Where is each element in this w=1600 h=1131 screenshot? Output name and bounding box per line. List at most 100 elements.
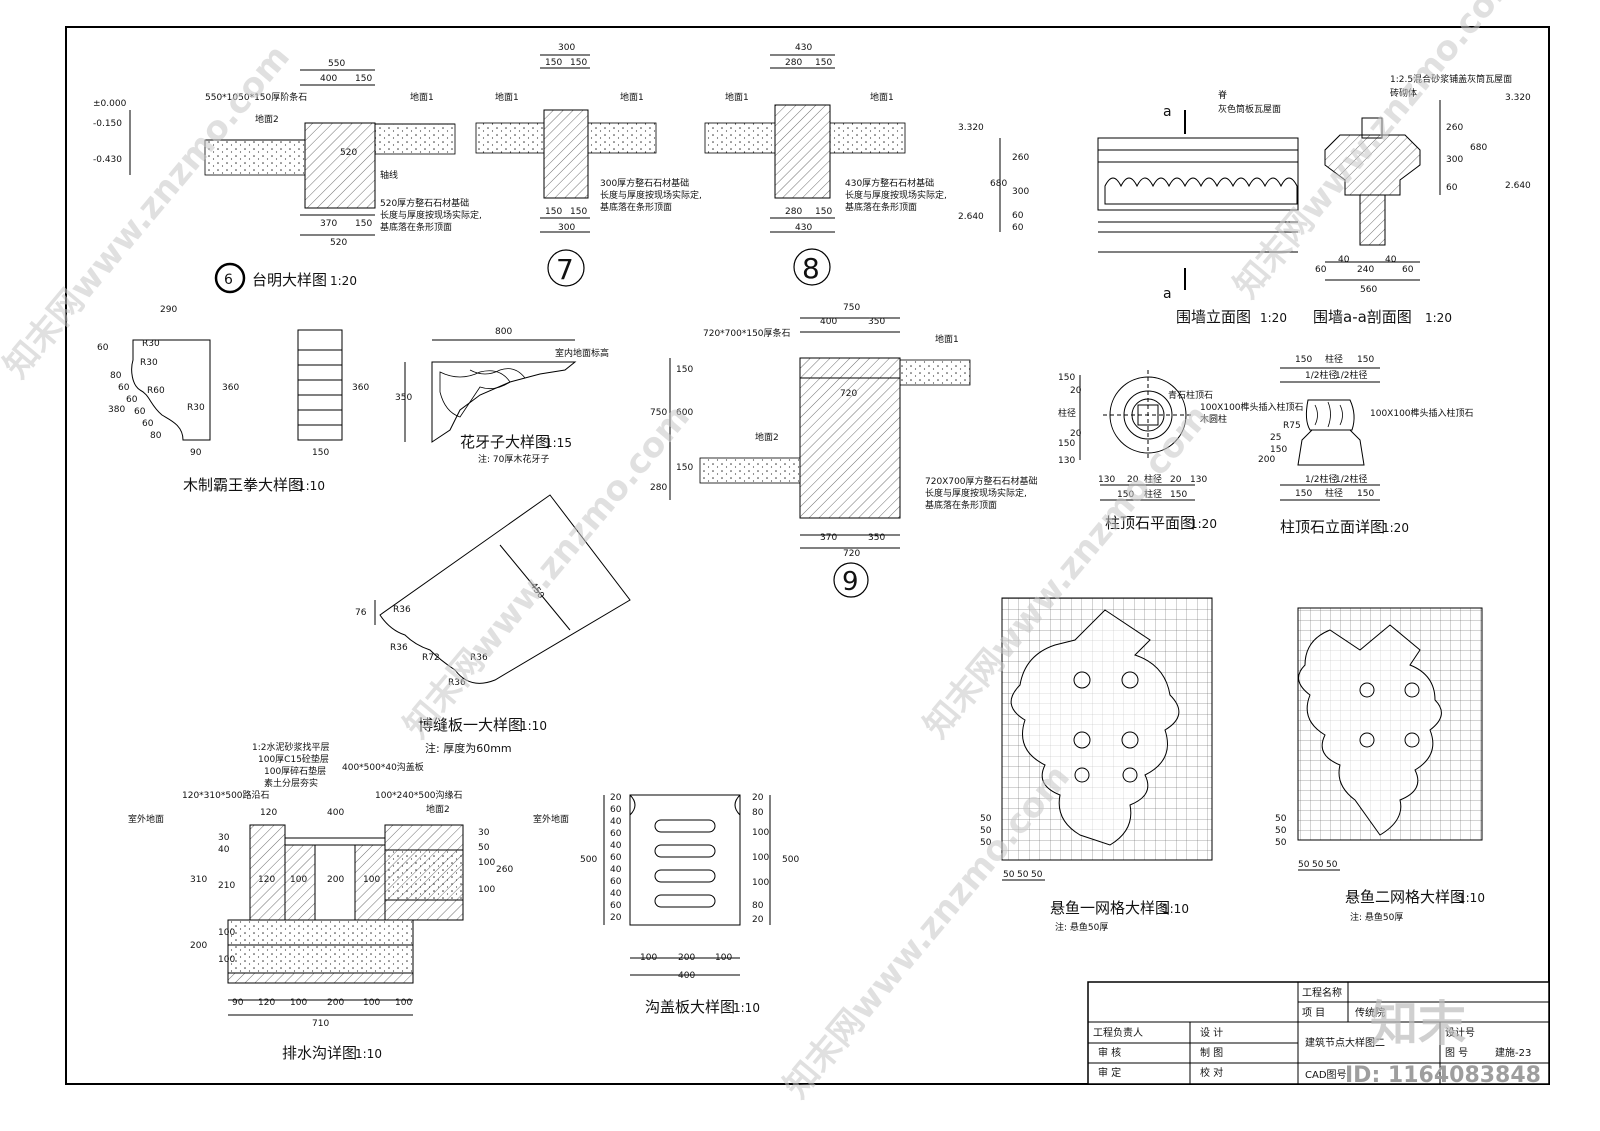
- d6-level-2: -0.150: [93, 119, 122, 129]
- d7-label-foundation: 300厚方整石石材基础: [600, 177, 689, 189]
- detail-9-step: 750 400 350 370 350 720 150 600 750 150 …: [650, 303, 1038, 598]
- drain-label-edge: 100*240*500沟缘石: [375, 789, 463, 801]
- gable-radius-4: R36: [470, 653, 488, 663]
- col-plan-dim-b2: 20: [1127, 475, 1139, 485]
- bracket-title: 木制霸王拳大样图: [183, 476, 303, 494]
- drain-dim-mid-1: 120: [258, 875, 275, 885]
- col-plan-label-stone: 青石柱顶石: [1168, 389, 1213, 401]
- drain-dim-b-total: 710: [312, 1019, 329, 1029]
- bracket-dim-width: 290: [160, 305, 177, 315]
- col-plan-title: 柱顶石平面图: [1105, 514, 1195, 532]
- cover-dim-l6: 60: [610, 853, 622, 863]
- col-elev-dim-t3: 150: [1357, 355, 1374, 365]
- d6-label-stone: 550*1050*150厚阶条石: [205, 91, 307, 103]
- cover-dim-b1: 100: [640, 953, 657, 963]
- col-elev-dim-l1: 200: [1258, 455, 1275, 465]
- drain-label-floor2: 地面2: [426, 803, 450, 815]
- wall-sec-scale: 1:20: [1425, 311, 1452, 325]
- d8-label-floor-left: 地面1: [725, 91, 749, 103]
- drain-dim-b5: 100: [363, 998, 380, 1008]
- wall-sec-label-mortar: 1:2.5混合砂浆铺盖灰筒瓦屋面: [1390, 73, 1512, 85]
- fish2-grid-dim-1: 50: [1298, 860, 1310, 870]
- d8-label-floor-right: 地面1: [870, 91, 894, 103]
- d8-dim-top-2: 280: [785, 58, 802, 68]
- col-elev-dim-b1: 150: [1295, 489, 1312, 499]
- wall-elev-scale: 1:20: [1260, 311, 1287, 325]
- cover-dim-r5: 100: [752, 878, 769, 888]
- d9-dim-top-2: 400: [820, 317, 837, 327]
- col-plan-dim-l3: 柱径: [1058, 407, 1076, 419]
- col-plan-dim-l6: 130: [1058, 456, 1075, 466]
- drain-dim-l5: 100: [218, 928, 235, 938]
- drain-layer-3: 100厚碎石垫层: [264, 765, 326, 777]
- d6-level-3: -0.430: [93, 155, 122, 165]
- bracket-side-3: 60: [126, 395, 138, 405]
- drain-dim-r5: 100: [478, 885, 495, 895]
- col-elev-label-tenon: 100X100榫头插入柱顶石: [1370, 407, 1474, 419]
- d8-dim-bot-2: 150: [815, 207, 832, 217]
- drain-dim-l6: 100: [218, 955, 235, 965]
- d7-dim-top-2: 150: [545, 58, 562, 68]
- drain-dim-l7: 200: [190, 941, 207, 951]
- d6-marker-circle: [214, 262, 246, 294]
- drain-layer-1: 1:2水泥砂浆找平层: [252, 741, 330, 753]
- drain-label-curb: 120*310*500路沿石: [182, 789, 270, 801]
- d6-scale: 1:20: [330, 274, 357, 288]
- wall-elev-dim-1: 260: [1012, 153, 1029, 163]
- bracket-radius-3: R60: [147, 386, 165, 396]
- col-plan-dim-l1: 150: [1058, 373, 1075, 383]
- watermark-1: 知末网www.znzmo.com: [0, 37, 298, 386]
- wall-sec-dim-b2: 40: [1338, 255, 1350, 265]
- d6-title: 台明大样图: [252, 271, 327, 289]
- cover-dim-r3: 100: [752, 828, 769, 838]
- wall-sec-dim-b1: 60: [1315, 265, 1327, 275]
- wall-elev-dim-4: 60: [1012, 223, 1024, 233]
- cover-dim-l5: 40: [610, 841, 622, 851]
- gable-title: 博缝板一大样图: [418, 716, 523, 734]
- wall-elev-section-mark-bottom: a: [1163, 286, 1172, 302]
- drain-dim-top-2: 120: [260, 808, 277, 818]
- col-elev-title: 柱顶石立面详图: [1280, 518, 1385, 536]
- bracket-scale: 1:10: [298, 479, 325, 493]
- drain-dim-b6: 100: [395, 998, 412, 1008]
- d6-marker: 6: [224, 272, 233, 288]
- d9-label-stone: 720*700*150厚条石: [703, 327, 791, 339]
- fish1-grid-dim-1: 50: [1003, 870, 1015, 880]
- d6-label-floor1: 地面1: [410, 91, 434, 103]
- col-plan-dim-b6: 150: [1117, 490, 1134, 500]
- d7-dim-bot-1: 150: [545, 207, 562, 217]
- d7-dim-top-3: 150: [570, 58, 587, 68]
- wall-sec-level-top: 3.320: [1505, 93, 1531, 103]
- drain-dim-r2: 50: [478, 843, 490, 853]
- cover-title: 沟盖板大样图: [645, 998, 735, 1016]
- d9-dim-bot-3: 720: [843, 549, 860, 559]
- cover-dim-b-total: 400: [678, 971, 695, 981]
- fish1-grid-dim-v2: 50: [980, 826, 992, 836]
- drain-dim-l1: 30: [218, 833, 230, 843]
- d6-label-note-2: 基底落在条形顶面: [380, 221, 452, 233]
- d7-label-floor-left: 地面1: [495, 91, 519, 103]
- wall-sec-dim-b3: 240: [1357, 265, 1374, 275]
- bracket-side-1: 80: [110, 371, 122, 381]
- wall-sec-dim-1: 260: [1446, 123, 1463, 133]
- d9-label-floor1: 地面1: [935, 333, 959, 345]
- cover-dim-r1: 20: [752, 793, 764, 803]
- d7-marker-circle: [547, 249, 585, 287]
- bracket-dim-top: 60: [97, 343, 109, 353]
- cover-dim-l3: 40: [610, 817, 622, 827]
- wall-sec-dim-b4: 40: [1385, 255, 1397, 265]
- d9-dim-top-3: 350: [868, 317, 885, 327]
- wall-elev-section-mark-top: a: [1163, 104, 1172, 120]
- fish2-grid-dim-2: 50: [1312, 860, 1324, 870]
- d6-dim-top-3: 150: [355, 74, 372, 84]
- d7-dim-bot-3: 300: [558, 223, 575, 233]
- bracket-detail: 290 360 360 150 90 60 R30 R30 R60 R30 80…: [97, 305, 369, 494]
- bracket-side-4: 60: [134, 407, 146, 417]
- bracket-radius-1: R30: [142, 339, 160, 349]
- col-plan-dim-b5: 130: [1190, 475, 1207, 485]
- tb-row-engineer: 工程负责人: [1093, 1026, 1143, 1039]
- tb-item-label: 项 目: [1302, 1007, 1325, 1019]
- wall-elev-title: 围墙立面图: [1176, 308, 1251, 326]
- wall-sec-dim-b5: 60: [1402, 265, 1414, 275]
- d9-dim-bot-1: 370: [820, 533, 837, 543]
